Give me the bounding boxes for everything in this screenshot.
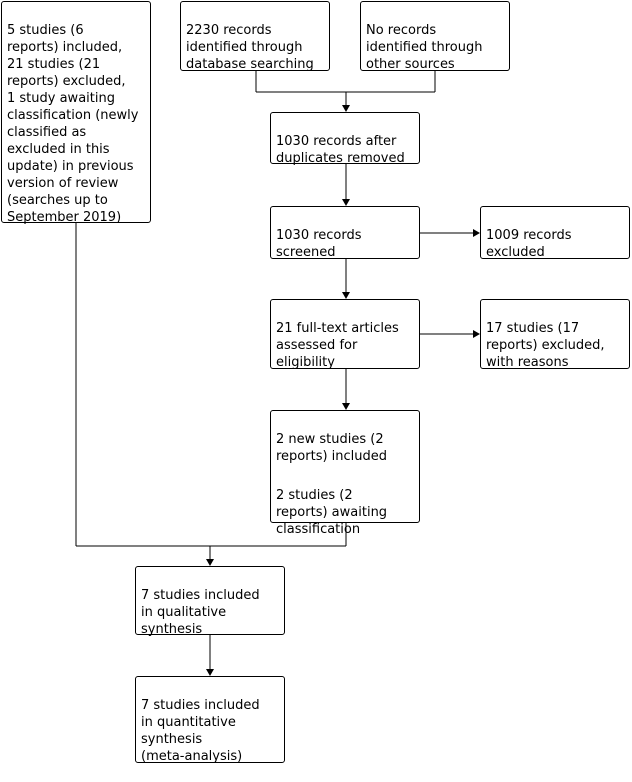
new-included-text: 2 new studies (2 reports) included	[276, 432, 388, 464]
prisma-flow-diagram: 5 studies (6 reports) included, 21 studi…	[1, 1, 630, 764]
after-duplicates-text: 1030 records after duplicates removed	[276, 134, 405, 166]
arrowhead-fulltext-excluded	[473, 330, 480, 338]
after-duplicates-box: 1030 records after duplicates removed	[270, 112, 420, 166]
arrowhead-quantitative	[206, 669, 214, 676]
full-text-assessed-box: 21 full-text articles assessed for eligi…	[270, 299, 420, 370]
full-text-excluded-text: 17 studies (17 reports) excluded, with r…	[486, 321, 605, 370]
screened-box: 1030 records screened	[270, 206, 420, 260]
full-text-assessed-text: 21 full-text articles assessed for eligi…	[276, 321, 399, 370]
quantitative-synthesis-text: 7 studies included in quantitative synth…	[141, 698, 260, 764]
excluded-records-text: 1009 records excluded	[486, 228, 572, 260]
database-records-box: 2230 records identified through database…	[180, 1, 330, 72]
connector-lines	[75, 71, 480, 676]
arrowhead-qualitative	[206, 559, 214, 566]
screened-text: 1030 records screened	[276, 228, 362, 260]
excluded-records-box: 1009 records excluded	[480, 206, 630, 260]
arrowhead-included	[342, 403, 350, 410]
full-text-excluded-box: 17 studies (17 reports) excluded, with r…	[480, 299, 630, 370]
awaiting-classification-text: 2 studies (2 reports) awaiting classific…	[276, 488, 388, 537]
other-sources-box: No records identified through other sour…	[360, 1, 510, 72]
qualitative-synthesis-box: 7 studies included in qualitative synthe…	[135, 566, 285, 637]
previous-review-box: 5 studies (6 reports) included, 21 studi…	[1, 1, 151, 225]
previous-review-text: 5 studies (6 reports) included, 21 studi…	[7, 23, 139, 225]
other-sources-text: No records identified through other sour…	[366, 23, 483, 72]
arrowhead-dedup	[342, 105, 350, 112]
arrowhead-excluded	[473, 229, 480, 237]
quantitative-synthesis-box: 7 studies included in quantitative synth…	[135, 676, 285, 764]
arrowhead-fulltext	[342, 292, 350, 299]
arrowhead-screened	[342, 199, 350, 206]
qualitative-synthesis-text: 7 studies included in qualitative synthe…	[141, 588, 260, 637]
included-awaiting-box: 2 new studies (2 reports) included 2 stu…	[270, 410, 420, 537]
database-records-text: 2230 records identified through database…	[186, 23, 314, 72]
